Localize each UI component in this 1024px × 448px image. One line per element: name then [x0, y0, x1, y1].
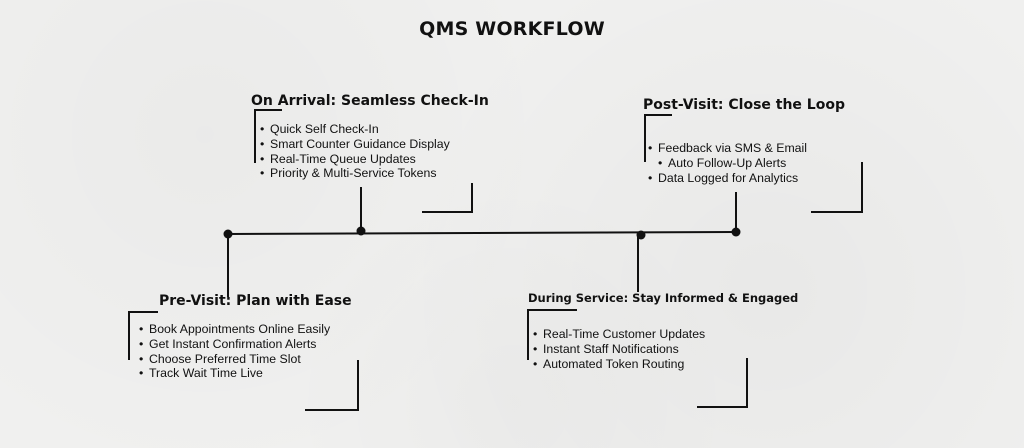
list-item: Priority & Multi-Service Tokens: [260, 166, 450, 181]
list-during-service: Real-Time Customer Updates Instant Staff…: [533, 327, 705, 371]
frame-pre-visit-bottom-right: [305, 360, 359, 411]
timeline-node-post-visit: [731, 227, 741, 237]
timeline-axis: [227, 231, 737, 235]
list-item: Real-Time Customer Updates: [533, 327, 705, 342]
list-item: Data Logged for Analytics: [648, 171, 807, 186]
stage-title-pre-visit: Pre-Visit: Plan with Ease: [159, 293, 352, 309]
frame-on-arrival-top-left: [254, 109, 282, 140]
list-item: Real-Time Queue Updates: [260, 152, 450, 167]
stage-title-on-arrival: On Arrival: Seamless Check-In: [251, 93, 489, 109]
timeline-node-pre-visit: [223, 229, 233, 239]
frame-post-visit-bottom-right: [811, 162, 863, 213]
list-item: Get Instant Confirmation Alerts: [139, 337, 330, 352]
list-item: Automated Token Routing: [533, 357, 705, 372]
list-pre-visit: Book Appointments Online Easily Get Inst…: [139, 322, 330, 381]
list-item: Book Appointments Online Easily: [139, 322, 330, 337]
list-post-visit: Feedback via SMS & Email Auto Follow-Up …: [648, 141, 807, 185]
stage-title-post-visit: Post-Visit: Close the Loop: [643, 97, 845, 113]
list-on-arrival: Quick Self Check-In Smart Counter Guidan…: [260, 122, 450, 181]
list-item: Quick Self Check-In: [260, 122, 450, 137]
list-item: Track Wait Time Live: [139, 366, 330, 381]
timeline-node-on-arrival: [356, 226, 366, 236]
list-item: Instant Staff Notifications: [533, 342, 705, 357]
frame-during-service-bottom-right: [697, 358, 748, 408]
frame-on-arrival-bottom-right: [422, 183, 473, 213]
timeline-node-during-service: [636, 230, 646, 240]
frame-during-service-top-left: [527, 309, 577, 360]
list-item: Choose Preferred Time Slot: [139, 352, 330, 367]
stage-title-during-service: During Service: Stay Informed & Engaged: [528, 291, 799, 305]
list-item: Smart Counter Guidance Display: [260, 137, 450, 152]
frame-pre-visit-top-left: [128, 311, 158, 340]
list-item: Feedback via SMS & Email: [648, 141, 807, 156]
list-item: Auto Follow-Up Alerts: [648, 156, 807, 171]
page-title: QMS WORKFLOW: [419, 18, 605, 40]
frame-post-visit-top-left: [644, 114, 672, 162]
